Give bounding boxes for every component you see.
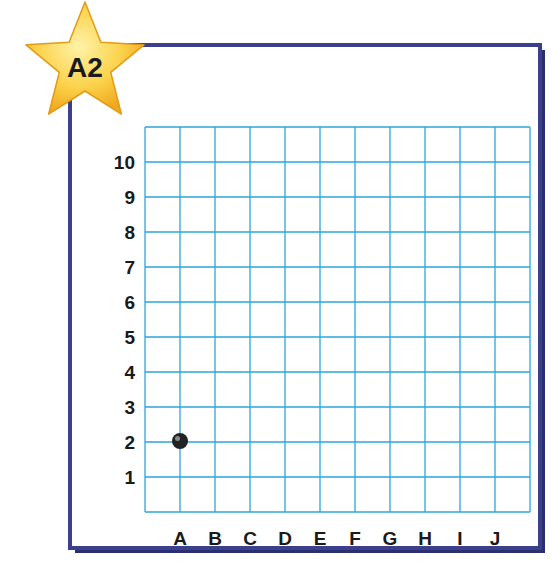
grid-line bbox=[144, 127, 145, 512]
star-badge: A2 bbox=[2, 0, 168, 118]
column-letter: J bbox=[490, 529, 501, 548]
grid-line bbox=[145, 371, 530, 372]
grid-line bbox=[145, 441, 530, 442]
row-number: 2 bbox=[124, 433, 135, 452]
grid-line bbox=[145, 301, 530, 302]
column-letter: I bbox=[457, 529, 462, 548]
grid-line bbox=[214, 127, 215, 512]
grid-line bbox=[319, 127, 320, 512]
grid-line bbox=[145, 196, 530, 197]
grid-line bbox=[284, 127, 285, 512]
grid-line bbox=[145, 476, 530, 477]
grid-line bbox=[389, 127, 390, 512]
column-letter: F bbox=[349, 529, 361, 548]
row-number: 3 bbox=[124, 398, 135, 417]
frame bbox=[70, 45, 540, 548]
grid-line bbox=[145, 336, 530, 337]
grid-line bbox=[459, 127, 460, 512]
grid-line bbox=[179, 127, 180, 512]
column-letter: G bbox=[383, 529, 398, 548]
grid bbox=[145, 127, 530, 512]
grid-line bbox=[145, 161, 530, 162]
star-outline bbox=[26, 2, 144, 114]
row-number: 10 bbox=[114, 153, 135, 172]
row-number: 7 bbox=[124, 258, 135, 277]
point-highlight bbox=[175, 436, 180, 441]
badge-label: A2 bbox=[67, 54, 103, 82]
row-number: 9 bbox=[124, 188, 135, 207]
grid-line bbox=[494, 127, 495, 512]
grid-line bbox=[145, 231, 530, 232]
column-letter: C bbox=[243, 529, 257, 548]
grid-line bbox=[145, 266, 530, 267]
column-letter: A bbox=[173, 529, 187, 548]
grid-line bbox=[145, 126, 530, 127]
row-number: 4 bbox=[124, 363, 135, 382]
row-number: 5 bbox=[124, 328, 135, 347]
column-letter: H bbox=[418, 529, 432, 548]
column-letter: E bbox=[314, 529, 327, 548]
grid-line bbox=[145, 511, 530, 512]
grid-line bbox=[424, 127, 425, 512]
grid-line bbox=[249, 127, 250, 512]
grid-line bbox=[354, 127, 355, 512]
column-letter: B bbox=[208, 529, 222, 548]
grid-line bbox=[529, 127, 530, 512]
grid-line bbox=[145, 406, 530, 407]
row-number: 1 bbox=[124, 468, 135, 487]
column-letter: D bbox=[278, 529, 292, 548]
row-number: 8 bbox=[124, 223, 135, 242]
point-marker bbox=[172, 433, 188, 449]
row-number: 6 bbox=[124, 293, 135, 312]
